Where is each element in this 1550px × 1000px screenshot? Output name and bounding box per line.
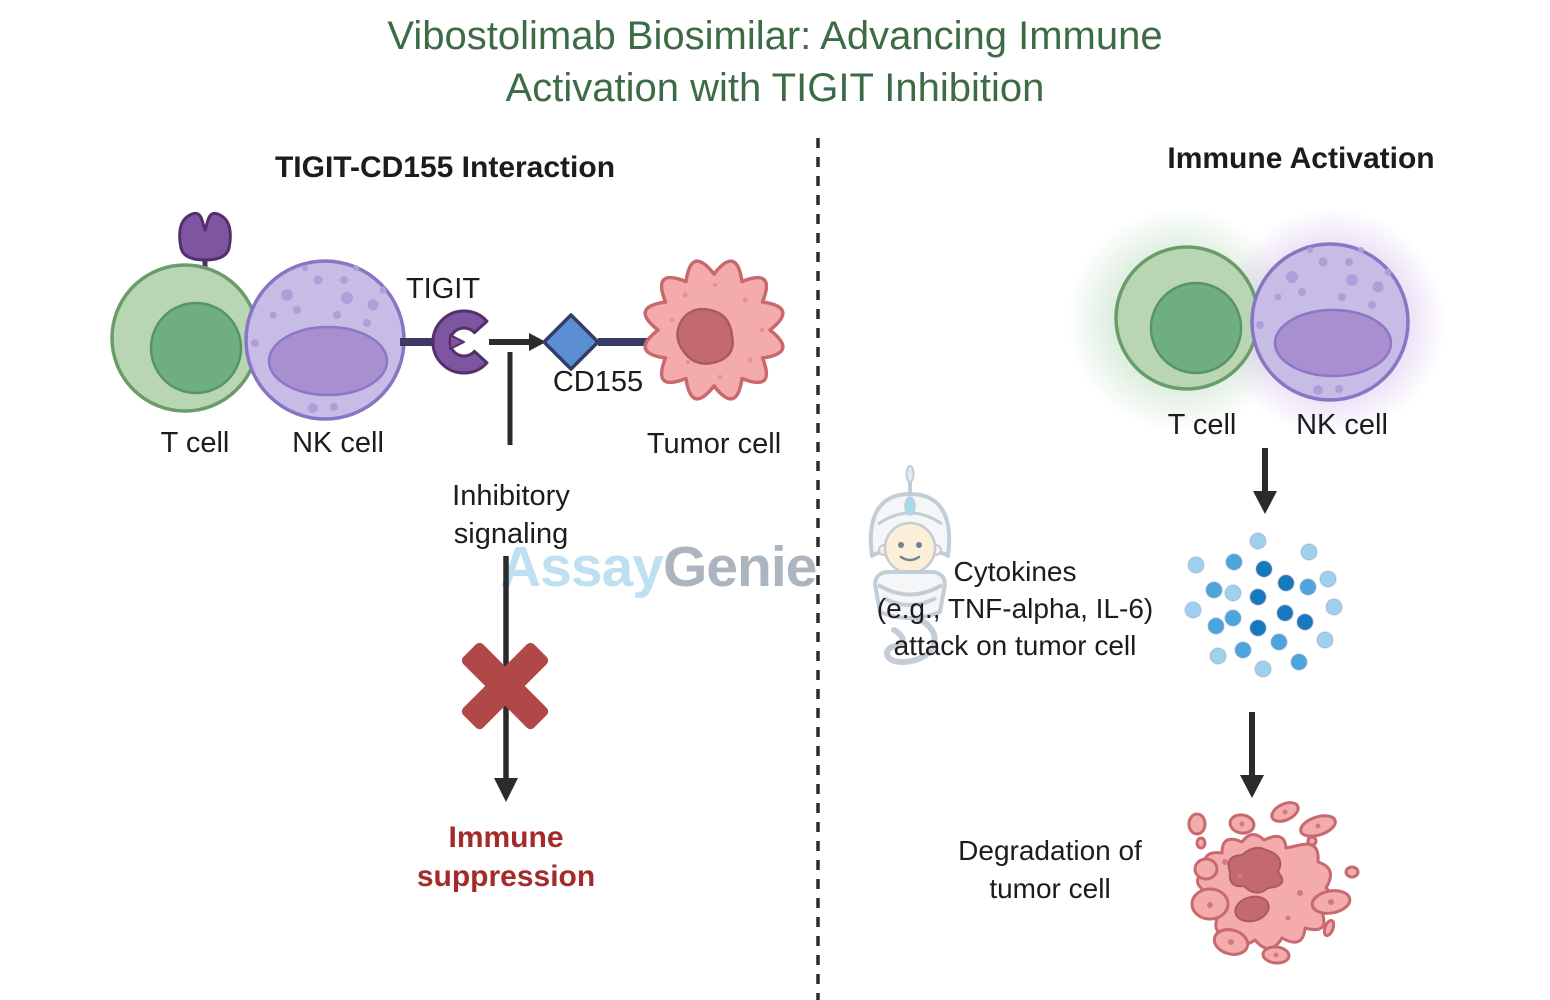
binding-arrow [489,333,546,351]
page-title-line2: Activation with TIGIT Inhibition [505,66,1045,110]
fragment-dots [1207,809,1334,958]
immune-activation-graphic [1030,170,1484,965]
page-title-line1: Vibostolimab Biosimilar: Advancing Immun… [387,14,1163,58]
nk-cell-right-icon [1250,242,1410,402]
inhibitory-signaling-arrow [461,352,549,802]
degradation-label: Degradation of tumor cell [958,835,1142,904]
tigit-cd155-interaction-graphic [110,211,785,802]
cd155-ligand-icon [542,313,600,371]
watermark-brand: AssayGenie [500,534,817,600]
page-title: Vibostolimab Biosimilar: Advancing Immun… [0,10,1550,114]
tumor-cell-icon [643,259,785,401]
inhibitory-signaling-label: Inhibitory signaling [452,480,570,550]
cytokine-dots [1184,532,1343,678]
nk-cell-right-label: NK cell [1296,409,1388,441]
cytokines-label: Cytokines (e.g., TNF-alpha, IL-6) attack… [876,556,1154,661]
assaygenie-mascot-icon [868,465,952,665]
nk-cell-left-icon [244,259,406,421]
blocked-x-icon [461,642,549,730]
cd155-label: CD155 [552,366,644,398]
degraded-tumor-cell-icon [1187,801,1360,965]
t-cell-right-icon [1114,245,1260,391]
tigit-label: TIGIT [405,273,481,305]
activation-arrow-2 [1240,712,1264,798]
t-cell-left-icon [110,211,260,413]
watermark-brand-part1: Assay [500,535,664,599]
nk-granules [251,265,387,413]
activation-arrow-1 [1253,448,1277,514]
t-cell-receptor-icon [178,211,232,262]
t-cell-left-label: T cell [160,427,230,459]
right-panel-heading: Immune Activation [1167,142,1435,175]
left-panel-heading: TIGIT-CD155 Interaction [274,151,616,184]
watermark-brand-part2: Genie [662,535,817,599]
t-cell-right-label: T cell [1167,409,1237,441]
nk-granules [1256,247,1392,395]
immune-suppression-label: Immune suppression [416,821,596,893]
tumor-cell-label: Tumor cell [646,428,782,460]
tumor-speckles [670,283,764,379]
tigit-receptor-icon [431,309,489,375]
nk-cell-left-label: NK cell [292,427,384,459]
